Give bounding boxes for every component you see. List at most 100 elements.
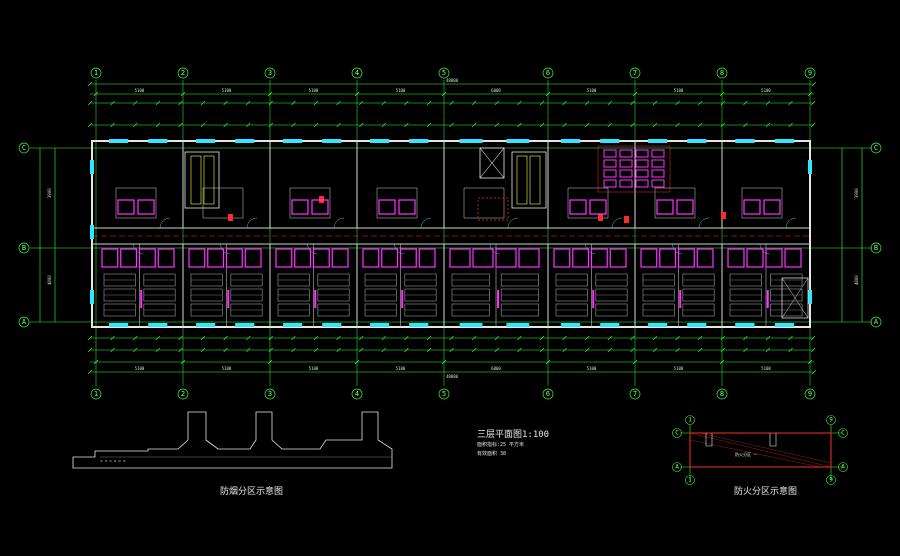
dim-tick [545, 91, 551, 97]
dim-tick [354, 359, 360, 365]
window [283, 323, 303, 327]
axis-bubble [177, 67, 189, 79]
dim-tick [381, 335, 387, 341]
fire-zone-diagram: 防火分区 一 [680, 425, 842, 480]
dim-tick [545, 359, 551, 365]
inset-axis-bubble [826, 475, 836, 485]
dim-tick [291, 122, 296, 128]
bath-pod [115, 187, 157, 219]
dim-tick [155, 335, 161, 341]
window [322, 139, 342, 143]
dim-tick [517, 100, 522, 106]
fixture-block [518, 248, 540, 268]
fixture-block [676, 199, 694, 215]
window [196, 323, 216, 327]
dim-side-text: 3900 [854, 188, 859, 198]
dim-tick [630, 100, 635, 106]
smoke-zone-diagram: ㅁ ㅁ ㅁ ㅁ ㅁ ㅁ [72, 411, 393, 469]
axis-bubble [438, 388, 450, 400]
fixture-block [244, 248, 262, 268]
dim-tick [494, 122, 500, 128]
window [648, 323, 668, 327]
dim-tick [180, 359, 186, 365]
dim-tick [336, 335, 341, 341]
dim-tick [652, 347, 658, 353]
fixture-block [609, 248, 627, 268]
fixture-block [677, 248, 695, 268]
dim-tick [178, 100, 183, 106]
axis-label: 7 [633, 69, 637, 77]
dim-tick [720, 347, 726, 353]
window [370, 323, 390, 327]
axis-label: 8 [720, 69, 724, 77]
axis-label: 7 [633, 390, 637, 398]
axis-label: 9 [808, 390, 812, 398]
axis-bubble [264, 388, 276, 400]
dim-tick [178, 335, 183, 341]
bath-pod [202, 187, 244, 219]
dim-tick [584, 335, 590, 341]
dim-tick [336, 122, 341, 128]
dim-tick [449, 335, 454, 341]
window-marks [90, 139, 812, 327]
dim-tick [584, 347, 590, 353]
dim-tick [720, 100, 726, 106]
axis-label: 5 [442, 69, 446, 77]
dim-tick [245, 122, 251, 128]
seat [619, 179, 633, 188]
inset-axis-label: A [841, 464, 845, 471]
dim-tick [404, 100, 409, 106]
dim-tick [494, 100, 500, 106]
fixture-block [418, 248, 436, 268]
window [235, 139, 255, 143]
outer-wall [91, 140, 811, 328]
dim-tick [630, 122, 635, 128]
axis-label: B [22, 244, 26, 252]
fixture-block [311, 199, 329, 215]
fixture-block [553, 248, 571, 268]
dim-tick [449, 122, 454, 128]
dim-tick [788, 347, 793, 353]
axis-bubble [716, 388, 728, 400]
axis-label: B [874, 244, 878, 252]
inset-axis-label: 9 [829, 417, 833, 424]
dim-tick [426, 335, 432, 341]
dim-tick [87, 81, 93, 87]
dim-tick [336, 100, 341, 106]
dim-tick [765, 335, 771, 341]
dim-tick [517, 122, 522, 128]
dim-bay: 5100 [309, 88, 319, 93]
dim-tick [268, 122, 274, 128]
axis-bubble [629, 388, 641, 400]
red-marker [721, 212, 726, 219]
inset-axis-bubble [685, 415, 695, 425]
fixture-block [640, 248, 658, 268]
dim-tick [630, 335, 635, 341]
fixture-block [589, 199, 607, 215]
fixture-block [157, 248, 175, 268]
dim-tick [223, 335, 228, 341]
axis-label: 9 [808, 69, 812, 77]
window [506, 139, 530, 143]
axis-label: A [874, 318, 879, 326]
fixture-block [746, 248, 764, 268]
window [735, 139, 755, 143]
axis-bubble [870, 142, 882, 154]
inset-axis-bubble [685, 475, 695, 485]
fixture-block [137, 199, 155, 215]
bath-pod [289, 187, 331, 219]
inset-axis-bubble [838, 462, 848, 472]
dim-tick [180, 91, 186, 97]
window [322, 323, 342, 327]
dim-tick [471, 335, 477, 341]
dim-tick [313, 335, 319, 341]
fixture-block [765, 248, 783, 268]
fixture-block [472, 248, 494, 268]
fixture-block [656, 199, 674, 215]
dim-tick [697, 335, 703, 341]
dim-tick [245, 347, 251, 353]
window [561, 323, 581, 327]
dim-tick [584, 100, 590, 106]
seat [603, 159, 617, 168]
